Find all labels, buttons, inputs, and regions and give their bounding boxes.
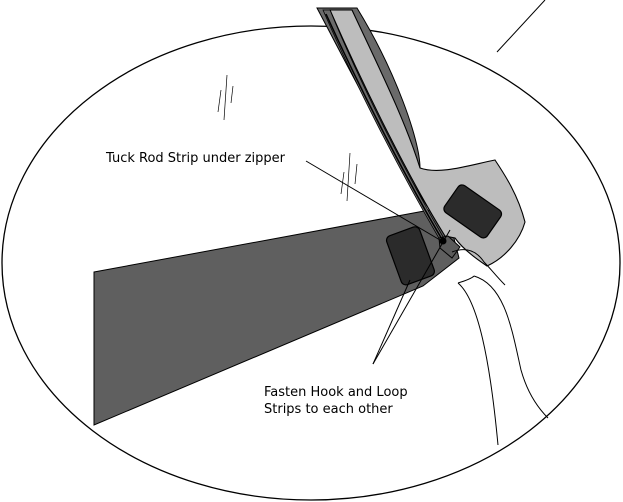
dark-panel	[93, 206, 460, 426]
label-fasten-line1: Fasten Hook and Loop	[264, 385, 408, 400]
fasten-leader-1	[372, 279, 411, 365]
hook-loop-pad-frame	[443, 184, 503, 239]
fasten-leader-2	[372, 229, 451, 365]
tuck-rod-leader	[305, 160, 441, 241]
detail-leader-line	[496, 0, 546, 53]
frame-inner-curve	[451, 249, 506, 286]
label-tuck-rod: Tuck Rod Strip under zipper	[105, 151, 286, 166]
pole-outline	[457, 275, 549, 446]
label-fasten-line2: Strips to each other	[264, 402, 393, 417]
zipper-rod-line	[325, 13, 444, 242]
hook-loop-pad-panel	[385, 226, 435, 286]
sketch-marks	[217, 74, 358, 202]
